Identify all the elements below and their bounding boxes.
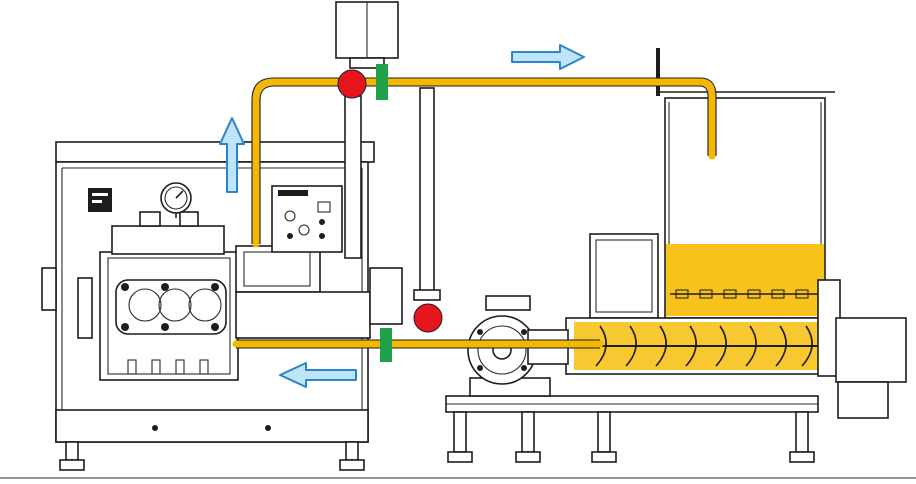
conveyor-motor xyxy=(835,317,907,419)
flow-arrow-left xyxy=(279,362,357,388)
product-piping xyxy=(232,78,716,348)
flow-arrow-up xyxy=(219,117,245,193)
flow-arrow-right xyxy=(511,44,585,70)
coupling-bottom xyxy=(380,328,392,362)
return-line xyxy=(252,78,716,248)
bypass-valve-top xyxy=(337,69,367,99)
feed-pump xyxy=(467,295,569,397)
homogenizer-unit xyxy=(41,141,403,471)
top-motor xyxy=(335,1,399,69)
screw-conveyor xyxy=(565,279,841,377)
hopper-tank xyxy=(589,48,835,319)
pump-head-block xyxy=(99,211,239,381)
coupling-top xyxy=(376,64,388,100)
control-panel xyxy=(271,185,343,253)
bypass-valve-bottom xyxy=(413,303,443,333)
pressure-gauge xyxy=(160,182,192,218)
product-level-fill xyxy=(666,244,824,316)
valve-icon xyxy=(413,303,443,333)
auger-icon xyxy=(595,325,813,367)
valve-icon xyxy=(337,69,367,99)
homogenizer-legs xyxy=(59,441,365,471)
skid-frame xyxy=(0,395,916,479)
